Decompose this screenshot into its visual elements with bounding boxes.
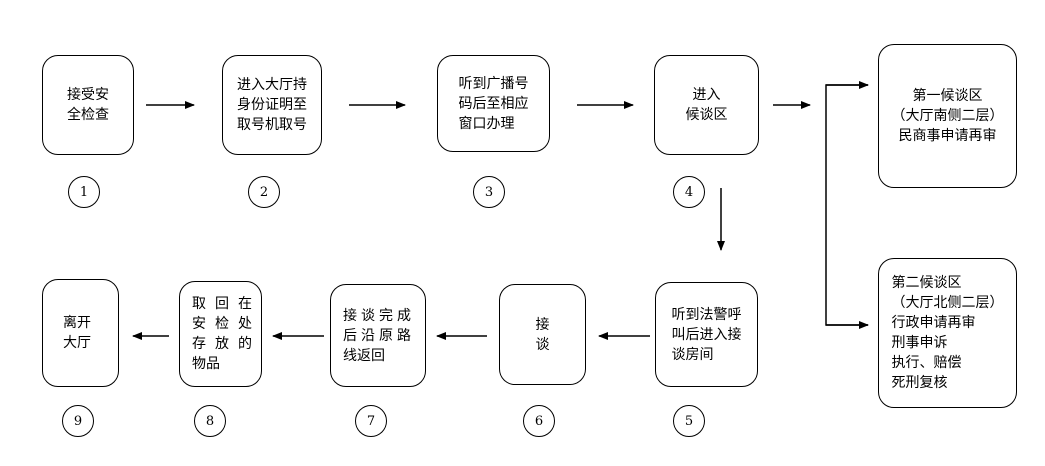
step-3-number: 3 [473, 176, 505, 208]
step-4-number: 4 [673, 176, 705, 208]
step-3-box: 听到广播号 码后至相应 窗口办理 [437, 55, 550, 152]
step-1-text: 接受安 全检查 [67, 87, 109, 123]
step-4-text: 进入 候谈区 [685, 87, 728, 123]
waiting-area-1-text: 第一候谈区 （大厅南侧二层） 民商事申请再审 [891, 88, 1004, 144]
step-1-box: 接受安 全检查 [42, 55, 134, 155]
waiting-area-1-box: 第一候谈区 （大厅南侧二层） 民商事申请再审 [878, 44, 1017, 188]
step-9-box: 离开 大厅 [42, 279, 119, 387]
step-6-number: 6 [523, 405, 555, 437]
step-1-number: 1 [68, 176, 100, 208]
step-5-text: 听到法警呼 叫后进入接 谈房间 [671, 306, 742, 363]
step-6-text: 接 谈 [535, 316, 550, 353]
step-5-number: 5 [673, 405, 705, 437]
step-2-number: 2 [248, 176, 280, 208]
step-2-box: 进入大厅持 身份证明至 取号机取号 [222, 55, 322, 155]
step-6-box: 接 谈 [499, 284, 586, 385]
branch-line [825, 84, 868, 326]
step-7-number: 7 [355, 405, 387, 437]
step-3-text: 听到广播号 码后至相应 窗口办理 [458, 75, 529, 132]
step-5-box: 听到法警呼 叫后进入接 谈房间 [655, 282, 758, 387]
step-9-number: 9 [62, 405, 94, 437]
step-4-box: 进入 候谈区 [654, 55, 759, 155]
step-8-number: 8 [194, 405, 226, 437]
waiting-area-2-text: 第二候谈区 （大厅北侧二层） 行政申请再审 刑事申诉 执行、赔偿 死刑复核 [891, 275, 1004, 391]
step-7-box: 接谈完成 后沿原路 线返回 [330, 284, 426, 387]
step-2-text: 进入大厅持 身份证明至 取号机取号 [237, 77, 307, 133]
step-8-box: 取回在 安检处 存放的 物品 [179, 281, 262, 387]
waiting-area-2-box: 第二候谈区 （大厅北侧二层） 行政申请再审 刑事申诉 执行、赔偿 死刑复核 [878, 258, 1017, 408]
